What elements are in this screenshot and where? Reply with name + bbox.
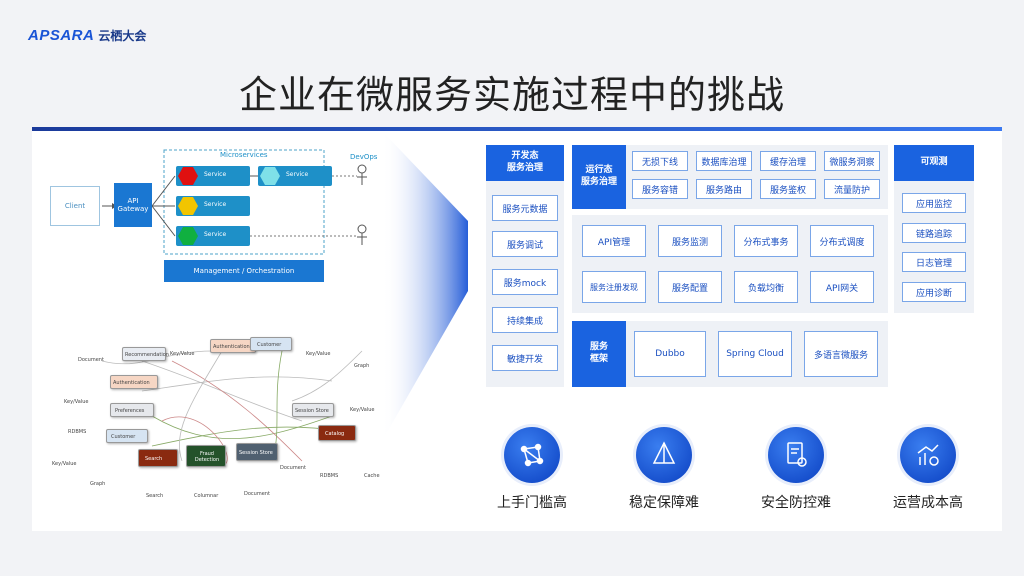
graph-store-label: Graph xyxy=(90,481,106,487)
service-row-teal: Service xyxy=(258,166,332,186)
run-mid-item: 服务监测 xyxy=(658,225,722,257)
run-mid-item: 负载均衡 xyxy=(734,271,798,303)
framework-item: 多语言微服务 xyxy=(804,331,878,377)
challenge-label: 上手门槛高 xyxy=(497,495,567,511)
customer-node: Customer xyxy=(106,429,148,443)
document-store-label: Document xyxy=(280,465,306,471)
service-hex-icon xyxy=(260,167,280,185)
fraud-detection-node: Fraud Detection xyxy=(186,445,226,467)
run-top-item: 缓存治理 xyxy=(760,151,816,171)
search-node: Search xyxy=(138,449,178,467)
authentication-node: Authentication xyxy=(110,375,158,389)
runtime-governance-header: 运行态 服务治理 xyxy=(572,145,626,209)
api-gateway-box: API Gateway xyxy=(114,183,152,227)
dev-item: 服务mock xyxy=(492,269,558,295)
run-top-item: 数据库治理 xyxy=(696,151,752,171)
columnar-store-label: Columnar xyxy=(194,493,219,499)
framework-item: Dubbo xyxy=(634,331,706,377)
run-mid-item: API管理 xyxy=(582,225,646,257)
observability-item: 日志管理 xyxy=(902,252,966,272)
session-store-node: Session Store xyxy=(236,443,278,461)
session-store-node: Session Store xyxy=(292,403,334,417)
authentication-node: Authentication xyxy=(210,339,256,353)
service-hex-icon xyxy=(178,227,198,245)
service-row-green: Service xyxy=(176,226,250,246)
framework-item: Spring Cloud xyxy=(718,331,792,377)
content-panel: Client API Gateway Microservices DevOps … xyxy=(32,131,1002,531)
page-title: 企业在微服务实施过程中的挑战 xyxy=(238,73,785,117)
dev-item: 持续集成 xyxy=(492,307,558,333)
keyvalue-store-label: Key/Value xyxy=(170,351,195,357)
keyvalue-store-label: Key/Value xyxy=(306,351,331,357)
run-top-item: 流量防护 xyxy=(824,179,880,199)
preferences-node: Preferences xyxy=(110,403,154,417)
service-label: Service xyxy=(286,171,309,178)
keyvalue-store-label: Key/Value xyxy=(350,407,375,413)
observability-item: 链路追踪 xyxy=(902,223,966,243)
challenge-label: 稳定保障难 xyxy=(629,495,699,511)
dev-item: 服务元数据 xyxy=(492,195,558,221)
run-mid-item: 分布式事务 xyxy=(734,225,798,257)
challenge-label: 安全防控难 xyxy=(761,495,831,511)
dev-item: 服务调试 xyxy=(492,231,558,257)
run-mid-item: 服务注册发现 xyxy=(582,271,646,303)
customer-node: Customer xyxy=(250,337,292,351)
run-top-item: 服务路由 xyxy=(696,179,752,199)
zoom-wedge xyxy=(382,131,468,441)
challenge-label: 运营成本高 xyxy=(893,495,963,511)
run-top-item: 服务容错 xyxy=(632,179,688,199)
observability-header: 可观测 xyxy=(894,145,974,181)
dev-governance-header: 开发态 服务治理 xyxy=(486,145,564,181)
service-label: Service xyxy=(204,171,227,178)
dev-item: 敏捷开发 xyxy=(492,345,558,371)
title-divider xyxy=(32,127,1002,131)
search-store-label: Search xyxy=(146,493,164,499)
rdbms-store-label: RDBMS xyxy=(320,473,339,479)
observability-item: 应用监控 xyxy=(902,193,966,213)
keyvalue-store-label: Key/Value xyxy=(64,399,89,405)
cache-store-label: Cache xyxy=(364,473,380,479)
service-label: Service xyxy=(204,201,227,208)
document-store-label: Document xyxy=(78,357,104,363)
service-row-red: Service xyxy=(176,166,250,186)
run-mid-item: 分布式调度 xyxy=(810,225,874,257)
service-label: Service xyxy=(204,231,227,238)
devops-label: DevOps xyxy=(350,153,378,161)
diagram-connectors xyxy=(102,149,367,255)
pyramid-icon xyxy=(636,427,692,483)
datastore-graph: Recommendation Authentication Customer A… xyxy=(42,321,392,506)
run-top-item: 服务鉴权 xyxy=(760,179,816,199)
catalog-node: Catalog xyxy=(318,425,356,441)
service-hex-icon xyxy=(178,167,198,185)
management-bar: Management / Orchestration xyxy=(164,260,324,282)
service-hex-icon xyxy=(178,197,198,215)
run-top-item: 无损下线 xyxy=(632,151,688,171)
rdbms-store-label: RDBMS xyxy=(68,429,87,435)
run-top-item: 微服务洞察 xyxy=(824,151,880,171)
client-box: Client xyxy=(50,186,100,226)
framework-header: 服务 框架 xyxy=(572,321,626,387)
apsara-logo: APSARA 云栖大会 xyxy=(28,27,146,44)
keyvalue-store-label: Key/Value xyxy=(52,461,77,467)
network-icon xyxy=(504,427,560,483)
document-store-label: Document xyxy=(244,491,270,497)
service-row-yellow: Service xyxy=(176,196,250,216)
run-mid-item: API网关 xyxy=(810,271,874,303)
cost-chart-icon xyxy=(900,427,956,483)
run-mid-item: 服务配置 xyxy=(658,271,722,303)
graph-store-label: Graph xyxy=(354,363,370,369)
logo-brand-cn: 云栖大会 xyxy=(98,29,147,43)
recommendation-node: Recommendation xyxy=(122,347,169,361)
microservices-diagram: Client API Gateway Microservices DevOps … xyxy=(32,131,392,291)
security-doc-icon xyxy=(768,427,824,483)
observability-item: 应用诊断 xyxy=(902,282,966,302)
logo-brand: APSARA xyxy=(28,27,95,44)
microservices-label: Microservices xyxy=(220,151,268,159)
